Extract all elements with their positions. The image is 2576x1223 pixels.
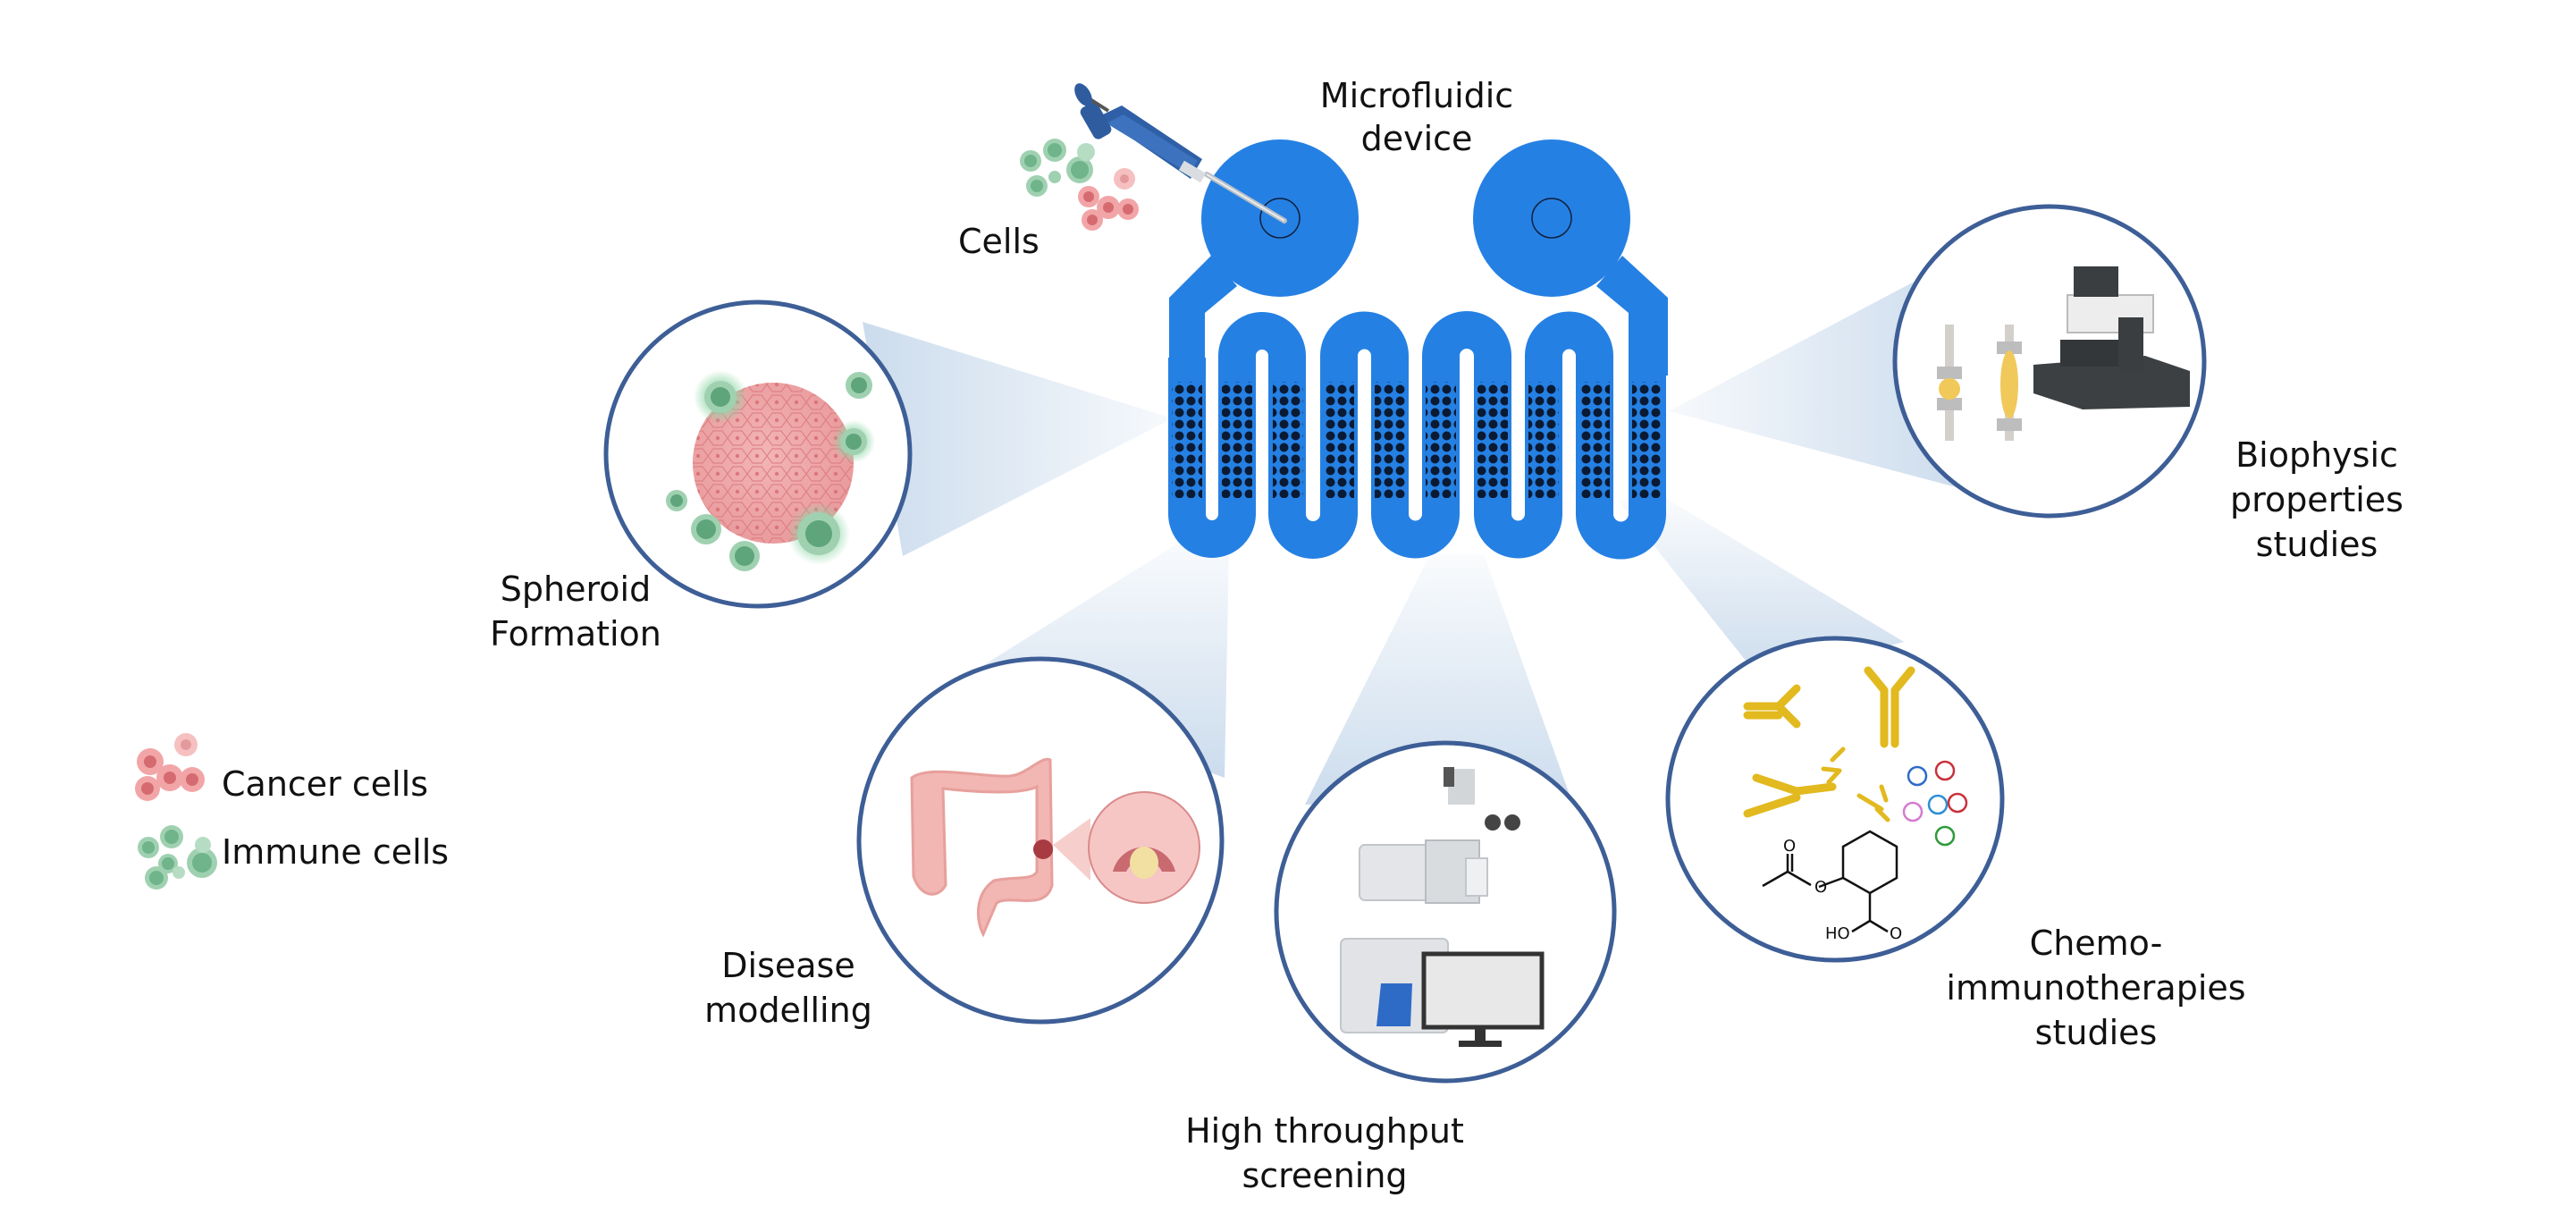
colon-icon	[910, 757, 1054, 938]
disease-panel	[856, 656, 1225, 1025]
pillar-arrays	[1172, 382, 1663, 498]
biophysic-label-line2: properties	[2230, 480, 2403, 519]
antibody-icons	[1743, 666, 1915, 822]
microscope-icon	[1359, 767, 1520, 904]
protein-icons	[1902, 760, 1968, 847]
meander-channel	[1168, 311, 1666, 560]
device-label-line1: Microfluidic	[1320, 76, 1513, 115]
inlet-left-port	[1259, 198, 1301, 239]
cone-biophysic	[1669, 268, 1966, 490]
cells-cluster-icon	[1020, 139, 1139, 231]
legend: Cancer cells Immune cells	[135, 733, 449, 890]
carbonyl-oxygen-label: O	[1783, 837, 1796, 856]
biophysic-ring	[1892, 204, 2207, 519]
inlet-right	[1473, 139, 1630, 297]
spheroid-panel	[603, 299, 913, 609]
cone-hts	[1305, 554, 1573, 805]
plate-reader-icon	[1340, 938, 1449, 1033]
immune-cells-icon	[666, 370, 875, 571]
afm-instrument-icon	[2033, 266, 2190, 409]
device-label-line2: device	[1361, 119, 1473, 158]
cells-label: Cells	[958, 222, 1040, 261]
hts-label-line1: High throughput	[1185, 1111, 1464, 1151]
ester-oxygen-label: O	[1814, 878, 1827, 897]
aspirin-molecule-icon	[1762, 830, 1898, 933]
spheroid-label-line2: Formation	[490, 614, 661, 654]
acid-oxygen-label: O	[1890, 924, 1902, 943]
disease-label-line2: modelling	[704, 991, 872, 1030]
chemo-label-line1: Chemo-	[2030, 924, 2163, 963]
connector-left	[1169, 256, 1237, 375]
hts-panel	[1274, 740, 1617, 1084]
hts-label-line2: screening	[1242, 1156, 1407, 1195]
biophysic-label-line3: studies	[2256, 525, 2378, 564]
biophysic-panel	[1892, 204, 2207, 519]
immune-cells-legend-icon	[138, 825, 217, 890]
monitor-icon	[1421, 951, 1545, 1047]
cancer-cells-legend-icon	[135, 733, 205, 801]
chemo-label-line3: studies	[2035, 1013, 2158, 1052]
cones	[863, 268, 1966, 805]
spheroid-label-line1: Spheroid	[501, 569, 651, 609]
connector-right	[1596, 256, 1668, 375]
pipette-icon	[1074, 83, 1287, 224]
cone-chemo	[1618, 496, 1904, 679]
inlet-right-port	[1531, 198, 1572, 239]
chemo-label-line2: immunotherapies	[1946, 968, 2245, 1008]
hydroxyl-label: HO	[1825, 924, 1850, 943]
chemo-ring	[1665, 636, 2005, 963]
legend-cancer-label: Cancer cells	[222, 764, 428, 804]
tumor-icon	[1033, 839, 1053, 859]
compression-test-icon	[1937, 325, 2022, 441]
disease-label-line1: Disease	[721, 946, 854, 985]
cone-spheroid	[863, 322, 1173, 556]
biophysic-label-line1: Biophysic	[2235, 435, 2398, 475]
legend-immune-label: Immune cells	[222, 832, 449, 872]
chemo-panel: O O HO O	[1665, 636, 2005, 963]
